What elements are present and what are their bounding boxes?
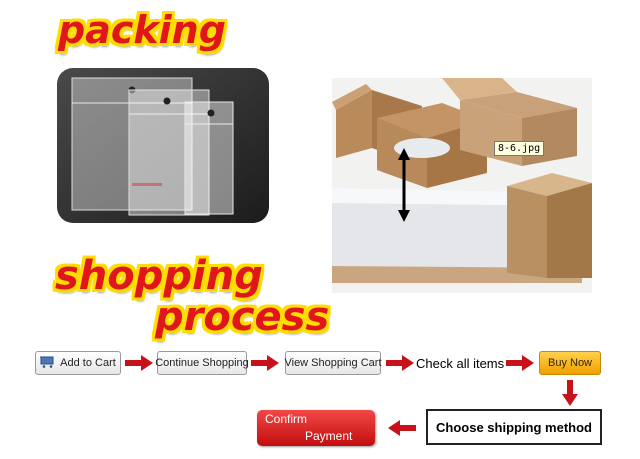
packing-boxes-photo [332,78,592,293]
process-heading: process [155,294,330,340]
buy-now-label: Buy Now [547,357,593,369]
right-arrow-icon [386,355,414,371]
shopping-cart-icon [40,356,56,371]
payment-label: Payment [305,429,353,443]
continue-shopping-button[interactable]: Continue Shopping [155,351,249,375]
continue-shopping-label: Continue Shopping [155,357,249,369]
confirm-payment-button[interactable]: Confirm Payment [257,410,375,446]
buy-now-button[interactable]: Buy Now [539,351,601,375]
view-shopping-cart-label: View Shopping Cart [284,357,382,369]
confirm-label: Confirm [265,412,308,426]
right-arrow-icon [125,355,153,371]
packing-heading: packing [58,8,226,52]
left-arrow-icon [388,420,416,436]
down-arrow-icon [562,380,578,406]
view-shopping-cart-button[interactable]: View Shopping Cart [284,351,382,375]
choose-shipping-method-step: Choose shipping method [426,409,602,445]
check-all-items-step: Check all items [416,356,505,371]
right-arrow-icon [506,355,534,371]
add-to-cart-button[interactable]: Add to Cart [35,351,121,375]
right-arrow-icon [251,355,279,371]
add-to-cart-label: Add to Cart [60,357,116,369]
choose-shipping-method-label: Choose shipping method [436,419,592,435]
packing-bags-photo [57,68,269,223]
shopping-heading: shopping [55,253,263,299]
image-filename-tooltip: 8-6.jpg [494,141,545,156]
